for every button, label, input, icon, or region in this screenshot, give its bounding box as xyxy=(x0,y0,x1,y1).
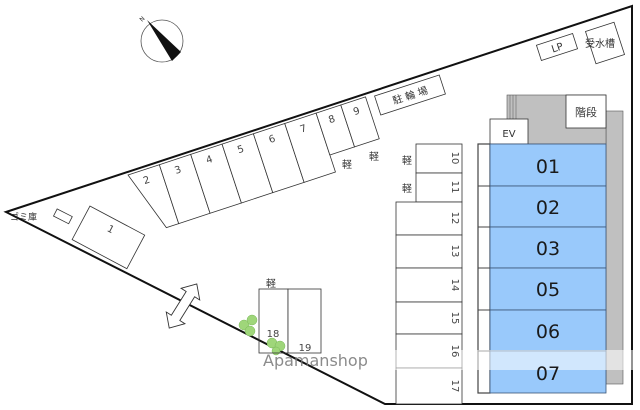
parking-slot-17[interactable]: 17 xyxy=(395,367,463,405)
slot-number: 12 xyxy=(449,212,460,225)
unit-03[interactable]: 03 xyxy=(489,226,607,269)
lp-label: LP xyxy=(550,41,564,55)
building: 階段 EV 01 02 03 05 06 xyxy=(477,94,624,394)
slot-number: 10 xyxy=(449,152,460,165)
light-car-label: 軽 xyxy=(266,278,276,290)
slot-number: 17 xyxy=(449,380,460,393)
slot-number: 8 xyxy=(327,114,336,126)
slot-number-16: 16 xyxy=(449,345,460,358)
light-car-label: 軽 xyxy=(369,151,379,163)
parking-slot-9[interactable]: 9 xyxy=(340,96,380,148)
stairs-label: 階段 xyxy=(575,105,597,119)
garbage-box xyxy=(52,208,73,225)
unit-02[interactable]: 02 xyxy=(489,185,607,228)
parking-slot-19[interactable]: 19 xyxy=(287,288,322,354)
slot-number: 14 xyxy=(449,279,460,292)
building-shadow xyxy=(605,110,624,385)
unit-05[interactable]: 05 xyxy=(489,267,607,311)
light-car-label: 軽 xyxy=(402,155,412,167)
slot-number: 7 xyxy=(299,123,308,135)
garbage-label: ゴミ庫 xyxy=(10,211,37,223)
parking-slot-10[interactable]: 10 xyxy=(415,143,463,174)
parking-slot-1[interactable]: 1 xyxy=(71,205,146,270)
water-tank xyxy=(584,21,626,65)
light-car-label: 軽 xyxy=(342,159,352,171)
north-label: N xyxy=(138,15,146,23)
slot-number: 3 xyxy=(173,164,182,176)
greenery xyxy=(238,314,286,356)
slot-number: 4 xyxy=(205,154,214,166)
slot-number: 19 xyxy=(299,343,312,354)
entrance-arrow-icon xyxy=(165,283,201,329)
overlay-band xyxy=(395,350,635,370)
unit-number: 03 xyxy=(536,238,560,260)
slot-number: 11 xyxy=(449,181,460,194)
slot-number: 5 xyxy=(236,144,245,156)
unit-number: 02 xyxy=(536,197,560,219)
parking-slot-11[interactable]: 11 xyxy=(415,172,463,203)
parking-row-top: 2 3 4 5 6 7 8 9 xyxy=(127,96,380,229)
unit-number: 01 xyxy=(536,156,560,178)
slot-number: 1 xyxy=(105,224,116,237)
parking-slot-14[interactable]: 14 xyxy=(395,267,463,303)
elevator-label: EV xyxy=(502,129,515,140)
slot-number: 9 xyxy=(352,106,361,118)
parking-slot-7[interactable]: 7 xyxy=(284,112,336,183)
slot-number: 13 xyxy=(449,245,460,258)
elevator: EV xyxy=(489,118,529,145)
compass-icon: N xyxy=(138,15,184,63)
lp-gas-box: LP xyxy=(535,33,579,61)
parking-slot-12[interactable]: 12 xyxy=(395,201,463,236)
parking-slot-13[interactable]: 13 xyxy=(395,234,463,269)
stairs: 階段 xyxy=(565,94,607,129)
slot-number: 18 xyxy=(267,329,280,340)
unit-number: 05 xyxy=(536,279,560,301)
watermark: Apamanshop xyxy=(263,351,368,370)
unit-number: 07 xyxy=(536,363,560,385)
bike-parking: 駐 輪 場 xyxy=(374,74,446,116)
unit-number: 06 xyxy=(536,321,560,343)
unit-01[interactable]: 01 xyxy=(489,143,607,187)
unit-06[interactable]: 06 xyxy=(489,309,607,352)
slot-number: 6 xyxy=(267,133,276,145)
water-tank-label: 受水槽 xyxy=(585,37,615,50)
parking-slot-15[interactable]: 15 xyxy=(395,301,463,335)
slot-number: 2 xyxy=(142,175,151,187)
light-car-label: 軽 xyxy=(402,183,412,195)
slot-number: 15 xyxy=(449,312,460,325)
